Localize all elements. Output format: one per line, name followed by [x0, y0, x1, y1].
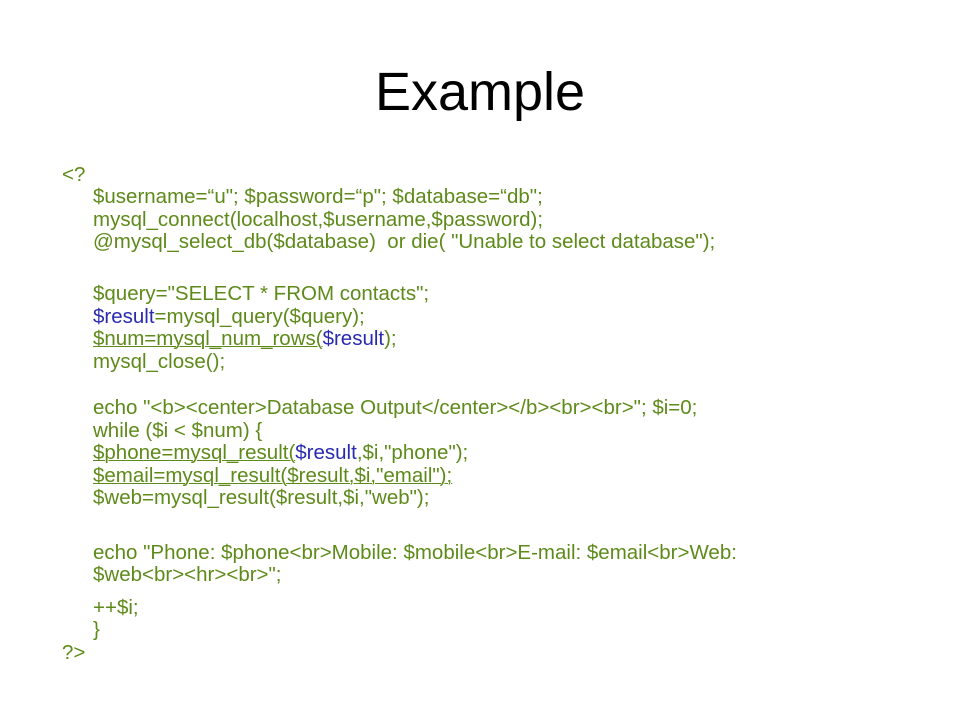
result-variable: $result: [93, 305, 155, 328]
code-line-result-text: =mysql_query($query);: [154, 305, 365, 328]
code-line-close: mysql_close();: [93, 350, 226, 373]
code-line-close-brace: }: [93, 618, 100, 641]
code-line-phone: $phone=mysql_result($result,$i,"phone");: [93, 441, 469, 465]
code-line-query: $query="SELECT * FROM contacts";: [93, 282, 430, 305]
php-open-tag: <?: [62, 163, 86, 186]
code-line-echo-row: echo "Phone: $phone<br>Mobile: $mobile<b…: [93, 541, 737, 564]
code-line-connect: mysql_connect(localhost,$username,$passw…: [93, 208, 544, 231]
code-line-web: $web=mysql_result($result,$i,"web");: [93, 486, 430, 509]
code-line-while: while ($i < $num) {: [93, 419, 263, 442]
code-line-num-rows: $num=mysql_num_rows($result);: [93, 327, 397, 351]
code-line-email: $email=mysql_result($result,$i,"email");: [93, 464, 453, 487]
slide-title: Example: [374, 62, 586, 122]
code-line-select-db: @mysql_select_db($database) or die( "Una…: [93, 230, 716, 253]
code-line-echo-header: echo "<b><center>Database Output</center…: [93, 396, 698, 419]
code-line-phone-start: $phone=mysql_result(: [93, 441, 296, 464]
result-variable: $result: [295, 441, 357, 464]
code-line-echo-row-cont: $web<br><hr><br>";: [93, 563, 282, 586]
code-line-increment: ++$i;: [93, 596, 139, 619]
php-close-tag: ?>: [62, 641, 86, 664]
result-variable: $result: [322, 327, 385, 350]
code-line-num-rows-start: $num=mysql_num_rows(: [93, 327, 323, 350]
code-line-phone-end: ,$i,"phone");: [356, 441, 469, 464]
code-line-result: $result=mysql_query($query);: [93, 305, 365, 329]
code-line-credentials: $username=“u"; $password=“p"; $database=…: [93, 185, 543, 208]
code-line-num-rows-end: );: [384, 327, 397, 350]
